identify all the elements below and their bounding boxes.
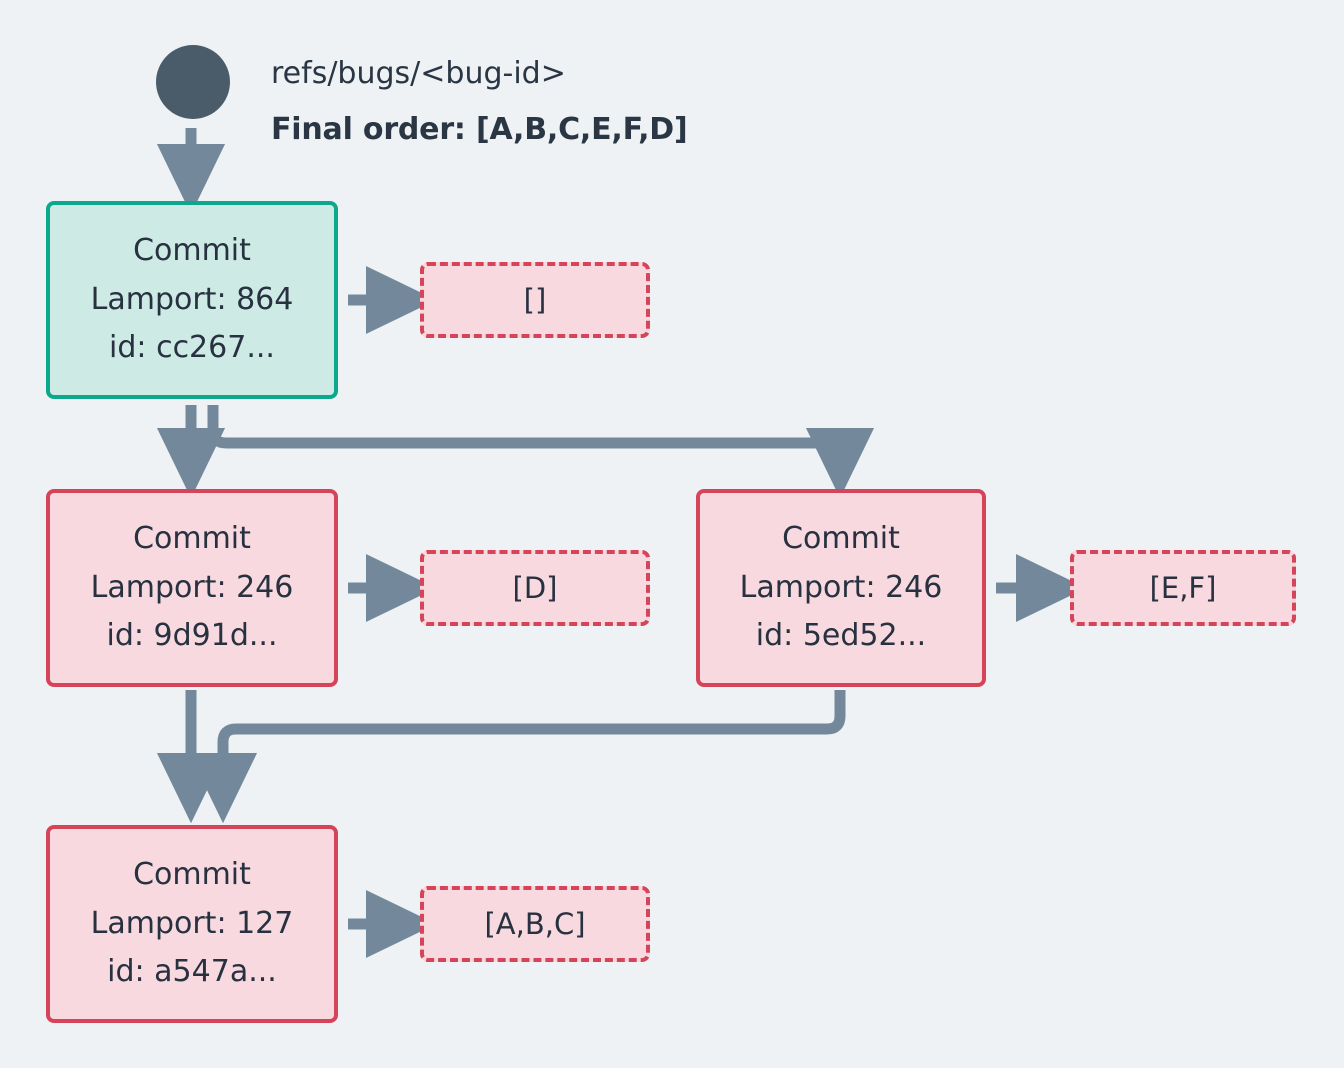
edge-5ed52-to-a547a bbox=[188, 690, 846, 824]
commit-lamport: Lamport: 864 bbox=[90, 281, 294, 317]
commit-title: Commit bbox=[133, 857, 251, 893]
commit-lamport: Lamport: 127 bbox=[90, 905, 294, 941]
edge-cc267-to-5ed52 bbox=[207, 405, 875, 499]
commit-id: id: a547a... bbox=[107, 954, 277, 990]
commit-node-cc267[interactable]: Commit Lamport: 864 id: cc267... bbox=[46, 201, 338, 399]
ops-node-cc267[interactable]: [] bbox=[420, 262, 650, 338]
commit-node-5ed52[interactable]: Commit Lamport: 246 id: 5ed52... bbox=[696, 489, 986, 687]
ops-node-a547a[interactable]: [A,B,C] bbox=[420, 886, 650, 962]
commit-title: Commit bbox=[782, 521, 900, 557]
commit-lamport: Lamport: 246 bbox=[739, 569, 943, 605]
commit-title: Commit bbox=[133, 521, 251, 557]
ops-node-5ed52[interactable]: [E,F] bbox=[1070, 550, 1296, 626]
commit-node-9d91d[interactable]: Commit Lamport: 246 id: 9d91d... bbox=[46, 489, 338, 687]
root-ref-circle-icon bbox=[156, 45, 230, 119]
ref-label: refs/bugs/<bug-id> bbox=[271, 56, 566, 91]
commit-node-a547a[interactable]: Commit Lamport: 127 id: a547a... bbox=[46, 825, 338, 1023]
commit-title: Commit bbox=[133, 233, 251, 269]
final-order-label: Final order: [A,B,C,E,F,D] bbox=[271, 112, 688, 147]
commit-lamport: Lamport: 246 bbox=[90, 569, 294, 605]
commit-id: id: cc267... bbox=[109, 330, 275, 366]
commit-id: id: 5ed52... bbox=[755, 618, 927, 654]
commit-id: id: 9d91d... bbox=[106, 618, 278, 654]
ops-node-9d91d[interactable]: [D] bbox=[420, 550, 650, 626]
